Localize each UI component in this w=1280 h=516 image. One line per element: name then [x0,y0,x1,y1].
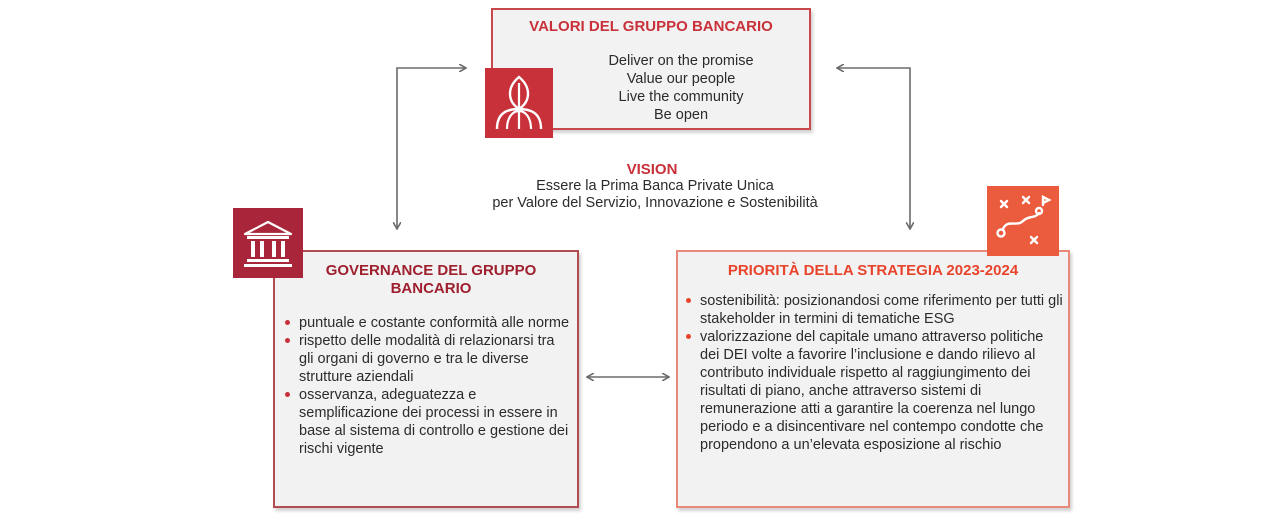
list-item: sostenibilità: posizionandosi come rifer… [684,292,1064,328]
priorities-box: PRIORITÀ DELLA STRATEGIA 2023-2024 soste… [676,250,1070,508]
value-item: Be open [653,107,709,123]
priorities-list: sostenibilità: posizionandosi come rifer… [684,292,1064,454]
arrow-values-priorities [838,68,910,228]
list-item: rispetto delle modalità di relazionarsi … [283,332,573,386]
governance-box: GOVERNANCE DEL GRUPPO BANCARIO puntuale … [273,250,579,508]
vision-title: VISION [626,161,678,178]
priorities-title: PRIORITÀ DELLA STRATEGIA 2023-2024 [727,262,1019,279]
bank-building-icon [233,208,303,278]
strategy-path-icon [987,186,1059,256]
list-item: osservanza, adeguatezza e semplificazion… [283,386,573,458]
value-item: Value our people [626,71,736,87]
vision-line: per Valore del Servizio, Innovazione e S… [492,195,818,211]
value-item: Deliver on the promise [608,53,754,69]
governance-title: GOVERNANCE DEL GRUPPO BANCARIO [325,262,537,297]
value-item: Live the community [618,89,744,105]
values-box: VALORI DEL GRUPPO BANCARIO Deliver on th… [491,8,811,130]
values-list: Deliver on the promise Value our people … [553,52,809,124]
list-item: puntuale e costante conformità alle norm… [283,314,573,332]
vision-statement: Essere la Prima Banca Private Unica per … [430,178,880,212]
list-item: valorizzazione del capitale umano attrav… [684,328,1064,454]
governance-list: puntuale e costante conformità alle norm… [283,314,573,458]
values-title: VALORI DEL GRUPPO BANCARIO [529,18,773,35]
arrow-values-governance [397,68,465,228]
vision-line: Essere la Prima Banca Private Unica [536,178,774,194]
leaf-globe-icon [485,68,553,138]
